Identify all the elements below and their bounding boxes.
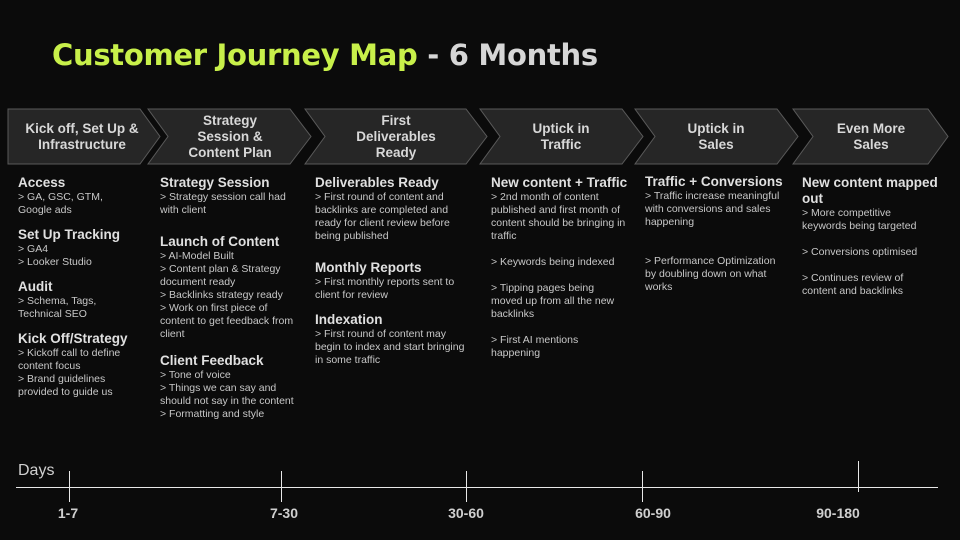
section-body: > First round of content and backlinks a… [315, 191, 450, 242]
chevron-1 [7, 108, 161, 165]
section-body: > Traffic increase meaningful with conve… [645, 190, 780, 293]
timeline-tick-label: 1-7 [57, 505, 79, 521]
section: Deliverables Ready> First round of conte… [315, 175, 480, 243]
stage-label: Kick off, Set Up & Infrastructure [25, 121, 139, 152]
section-body: > Strategy session call had with client [160, 191, 286, 216]
section-heading: New content mapped out [802, 175, 938, 206]
timeline-tick-label: 60-90 [635, 505, 671, 521]
title-rest: - 6 Months [417, 38, 598, 72]
section-heading: Traffic + Conversions [645, 174, 783, 189]
column-4: New content + Traffic> 2nd month of cont… [491, 175, 641, 370]
section-heading: Set Up Tracking [18, 227, 121, 242]
section: New content mapped out> More competitive… [802, 175, 952, 298]
section-body: > GA4 > Looker Studio [18, 243, 92, 268]
chevron-6 [792, 108, 949, 165]
section-heading: New content + Traffic [491, 175, 628, 190]
stage-label: First Deliverables Ready [356, 113, 436, 160]
chevron-2 [147, 108, 312, 165]
column-6: New content mapped out> More competitive… [802, 175, 952, 308]
section-heading: Strategy Session [160, 175, 270, 190]
section: Strategy Session> Strategy session call … [160, 175, 310, 217]
section-heading: Launch of Content [160, 234, 280, 249]
section-heading: Kick Off/Strategy [18, 331, 128, 346]
timeline-axis [16, 487, 938, 488]
section-body: > Kickoff call to define content focus >… [18, 347, 121, 398]
timeline-tick [69, 471, 70, 502]
stage-label: Strategy Session & Content Plan [188, 113, 272, 160]
section: New content + Traffic> 2nd month of cont… [491, 175, 641, 360]
title-accent: Customer Journey Map [52, 38, 418, 72]
timeline-tick [281, 471, 282, 502]
timeline-tick-label: 90-180 [816, 505, 860, 521]
timeline-tick-label: 30-60 [448, 505, 484, 521]
section: Traffic + Conversions> Traffic increase … [645, 174, 795, 294]
section: Monthly Reports> First monthly reports s… [315, 260, 480, 302]
section: Client Feedback> Tone of voice > Things … [160, 353, 310, 421]
section-heading: Access [18, 175, 66, 190]
timeline-tick-label: 7-30 [269, 505, 299, 521]
section-heading: Deliverables Ready [315, 175, 439, 190]
section-heading: Client Feedback [160, 353, 264, 368]
column-1: Access> GA, GSC, GTM, Google ads Set Up … [18, 175, 158, 409]
section-body: > Schema, Tags, Technical SEO [18, 295, 97, 320]
page-title: Customer Journey Map - 6 Months [52, 38, 598, 72]
section-heading: Monthly Reports [315, 260, 422, 275]
section-heading: Indexation [315, 312, 383, 327]
section: Launch of Content> AI-Model Built > Cont… [160, 234, 310, 341]
section-body: > AI-Model Built > Content plan & Strate… [160, 250, 294, 340]
section-body: > First monthly reports sent to client f… [315, 276, 455, 301]
timeline-tick [642, 471, 643, 502]
column-5: Traffic + Conversions> Traffic increase … [645, 174, 795, 304]
column-3: Deliverables Ready> First round of conte… [315, 175, 480, 377]
section: Access> GA, GSC, GTM, Google ads [18, 175, 158, 217]
section: Indexation> First round of content may b… [315, 312, 480, 367]
section-body: > 2nd month of content published and fir… [491, 191, 626, 359]
section-heading: Audit [18, 279, 53, 294]
chevron-4 [479, 108, 644, 165]
column-2: Strategy Session> Strategy session call … [160, 175, 310, 431]
section: Kick Off/Strategy> Kickoff call to defin… [18, 331, 158, 399]
section: Set Up Tracking> GA4 > Looker Studio [18, 227, 158, 269]
timeline-tick [466, 471, 467, 502]
section-body: > More competitive keywords being target… [802, 207, 918, 297]
stage-label: Uptick in Traffic [532, 121, 590, 152]
chevron-3 [304, 108, 488, 165]
stage-label: Uptick in Sales [687, 121, 745, 152]
section-body: > GA, GSC, GTM, Google ads [18, 191, 103, 216]
section: Audit> Schema, Tags, Technical SEO [18, 279, 158, 321]
section-body: > Tone of voice > Things we can say and … [160, 369, 294, 420]
timeline-tick [858, 461, 859, 492]
timeline-label: Days [18, 462, 55, 479]
stage-label: Even More Sales [836, 121, 906, 152]
chevron-5 [634, 108, 799, 165]
section-body: > First round of content may begin to in… [315, 328, 465, 366]
